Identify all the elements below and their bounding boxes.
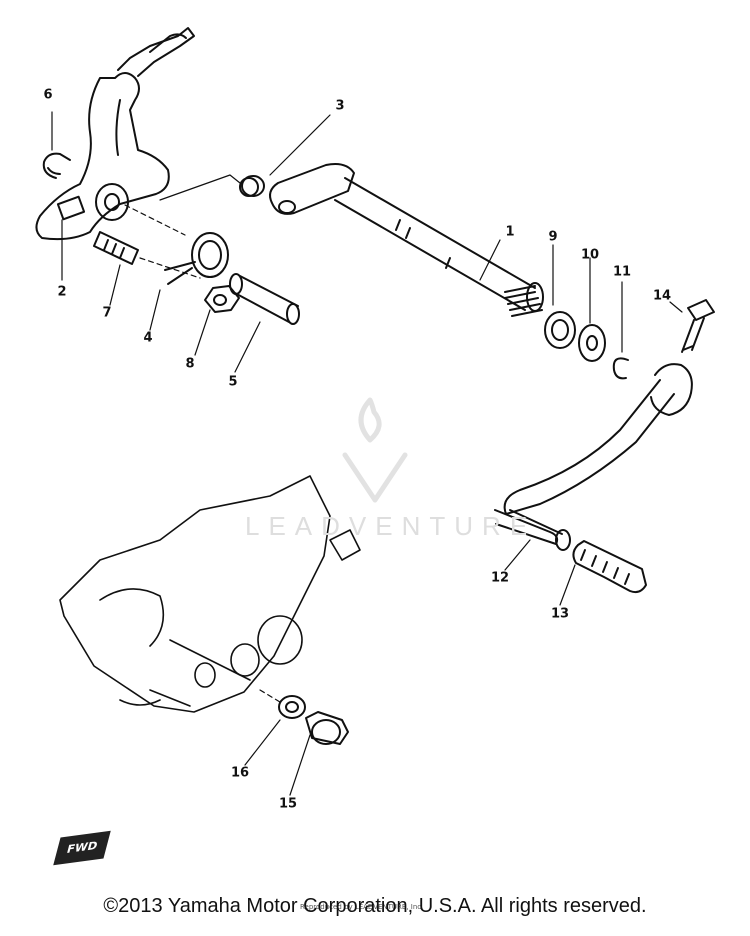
- callout-3: 3: [335, 98, 345, 114]
- shift-pedal: [503, 363, 693, 535]
- callout-1: 1: [505, 224, 515, 240]
- callout-4: 4: [143, 330, 153, 346]
- leader-lines: [51, 111, 683, 796]
- collar-part-5: [229, 273, 300, 325]
- crankcase: [59, 475, 361, 713]
- nut-part-8: [204, 285, 240, 313]
- bolt-part-14: [681, 299, 715, 353]
- copyright-footer: ©2013 Yamaha Motor Corporation, U.S.A. A…: [103, 895, 647, 917]
- oil-seal-part-9: [544, 311, 576, 349]
- pivot-bolt-part-12: [494, 509, 571, 551]
- collar-part-3: [239, 175, 265, 197]
- callout-2: 2: [57, 284, 67, 300]
- shift-arm-part-2: [35, 27, 195, 241]
- callout-6: 6: [43, 87, 53, 103]
- return-spring-part-4: [164, 232, 229, 285]
- callout-11: 11: [612, 264, 632, 280]
- callout-16: 16: [230, 765, 250, 781]
- callout-8: 8: [185, 356, 195, 372]
- circlip-part-11: [612, 357, 629, 380]
- watermark-text: LEADVENTURE: [245, 511, 537, 541]
- circlip-part-6: [42, 152, 71, 179]
- washer-part-16: [278, 695, 306, 719]
- bolt-part-15: [305, 711, 349, 745]
- callout-9: 9: [548, 229, 558, 245]
- stopper-pin-part-7: [93, 231, 139, 265]
- callout-13: 13: [550, 606, 570, 622]
- callout-12: 12: [490, 570, 510, 586]
- shift-shaft-part-1: [269, 163, 544, 317]
- callout-14: 14: [652, 288, 672, 304]
- callout-5: 5: [228, 374, 238, 390]
- reproduction-note: Reproduced by LEADVENTURE, Inc.: [300, 903, 424, 911]
- footrest-rubber-part-13: [572, 540, 647, 594]
- callout-15: 15: [278, 796, 298, 812]
- watermark-logo-icon: [342, 397, 408, 503]
- callout-7: 7: [102, 305, 112, 321]
- washer-part-10: [578, 324, 606, 362]
- assembly-lines: [124, 204, 281, 703]
- callout-10: 10: [580, 247, 600, 263]
